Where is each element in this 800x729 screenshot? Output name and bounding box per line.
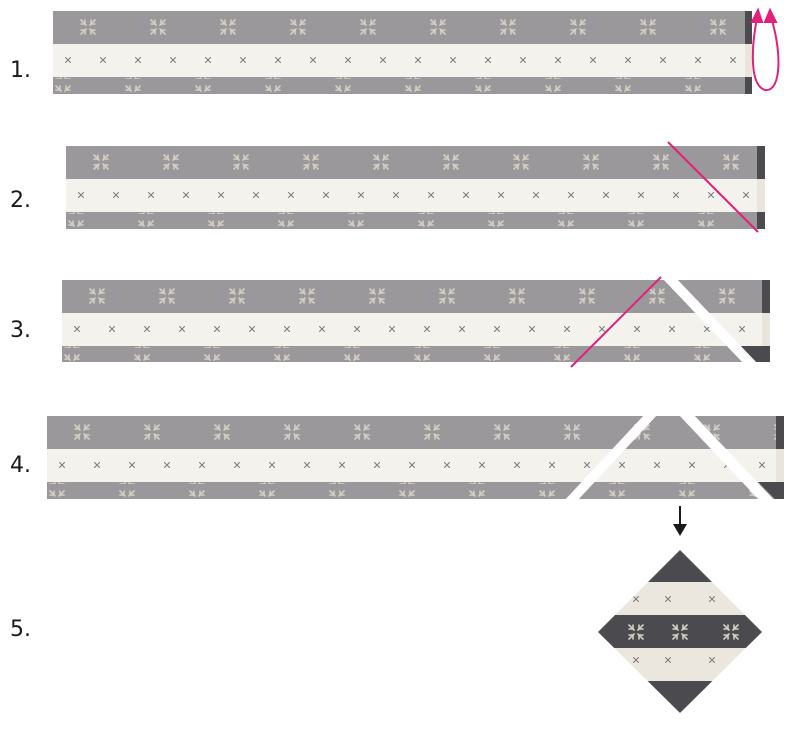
strip-step-4	[47, 416, 784, 499]
fold-loop-arrow-icon	[750, 7, 780, 91]
strip-step-1	[53, 7, 780, 94]
step-label-2: 2.	[10, 188, 31, 213]
strip-step-2	[66, 141, 765, 233]
step-label-5: 5.	[10, 617, 31, 642]
diamond-result	[598, 550, 762, 713]
step-label-1: 1.	[10, 58, 31, 83]
cut-guide-line	[667, 141, 759, 233]
step-label-3: 3.	[10, 318, 31, 343]
step-label-4: 4.	[10, 453, 31, 478]
down-arrow-icon	[673, 506, 687, 536]
cut-guide-line	[570, 276, 662, 368]
strip-step-3	[62, 276, 770, 368]
